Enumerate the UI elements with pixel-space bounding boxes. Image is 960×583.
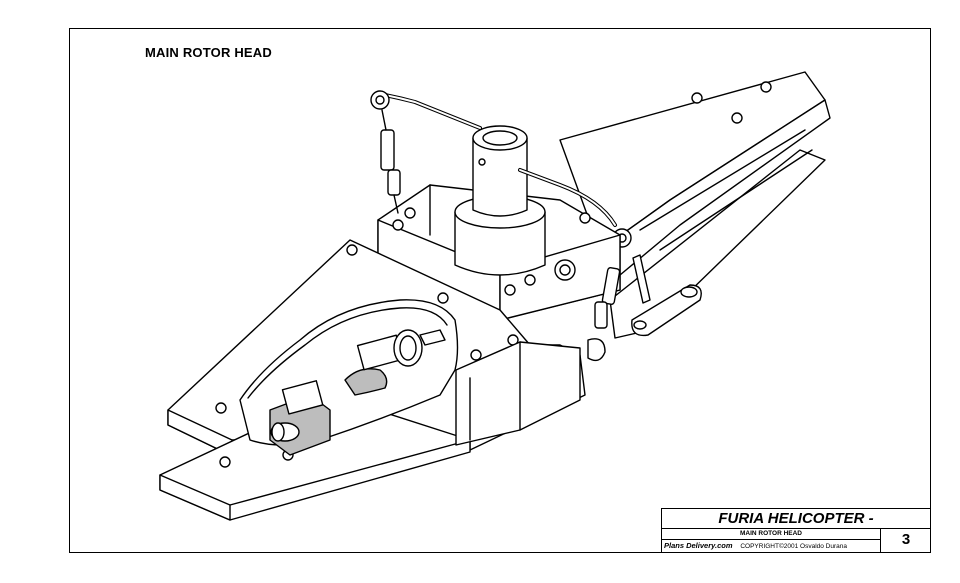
cutaway-section: [239, 299, 459, 456]
bolt-head-icon: [524, 274, 536, 286]
bolt-head-icon: [437, 292, 449, 304]
bolt-head-icon: [470, 349, 482, 361]
bolt-head-icon: [760, 81, 772, 93]
sheet-title: MAIN ROTOR HEAD: [145, 45, 272, 60]
right-blade-grip: [559, 71, 831, 339]
right-pitch-link: [587, 267, 621, 362]
bolt-head-icon: [346, 244, 358, 256]
title-block: FURIA HELICOPTER - MAIN ROTOR HEAD Plans…: [661, 508, 931, 553]
flybar-arm: [370, 90, 617, 227]
project-title: FURIA HELICOPTER -: [662, 509, 930, 529]
title-block-footer: Plans Delivery.com COPYRIGHT©2001 Osvald…: [662, 539, 880, 552]
left-pitch-link: [380, 109, 401, 214]
bolt-head-icon: [392, 219, 404, 231]
drawing-sheet-border: [69, 28, 931, 553]
bolt-head-icon: [731, 112, 743, 124]
blade-grip-front-block: [455, 341, 581, 446]
bolt-head-icon: [404, 207, 416, 219]
bolt-head-icon: [219, 456, 231, 468]
bolt-head-icon: [691, 92, 703, 104]
rotor-shaft: [454, 125, 546, 276]
bolt-head-icon: [215, 402, 227, 414]
publisher-name: Plans Delivery.com: [664, 541, 733, 550]
copyright-text: COPYRIGHT©2001 Osvaldo Durana: [740, 543, 847, 550]
bolt-head-icon: [504, 284, 516, 296]
drawing-name: MAIN ROTOR HEAD: [662, 528, 880, 540]
bolt-head-icon: [579, 212, 591, 224]
sheet-number: 3: [880, 528, 931, 552]
